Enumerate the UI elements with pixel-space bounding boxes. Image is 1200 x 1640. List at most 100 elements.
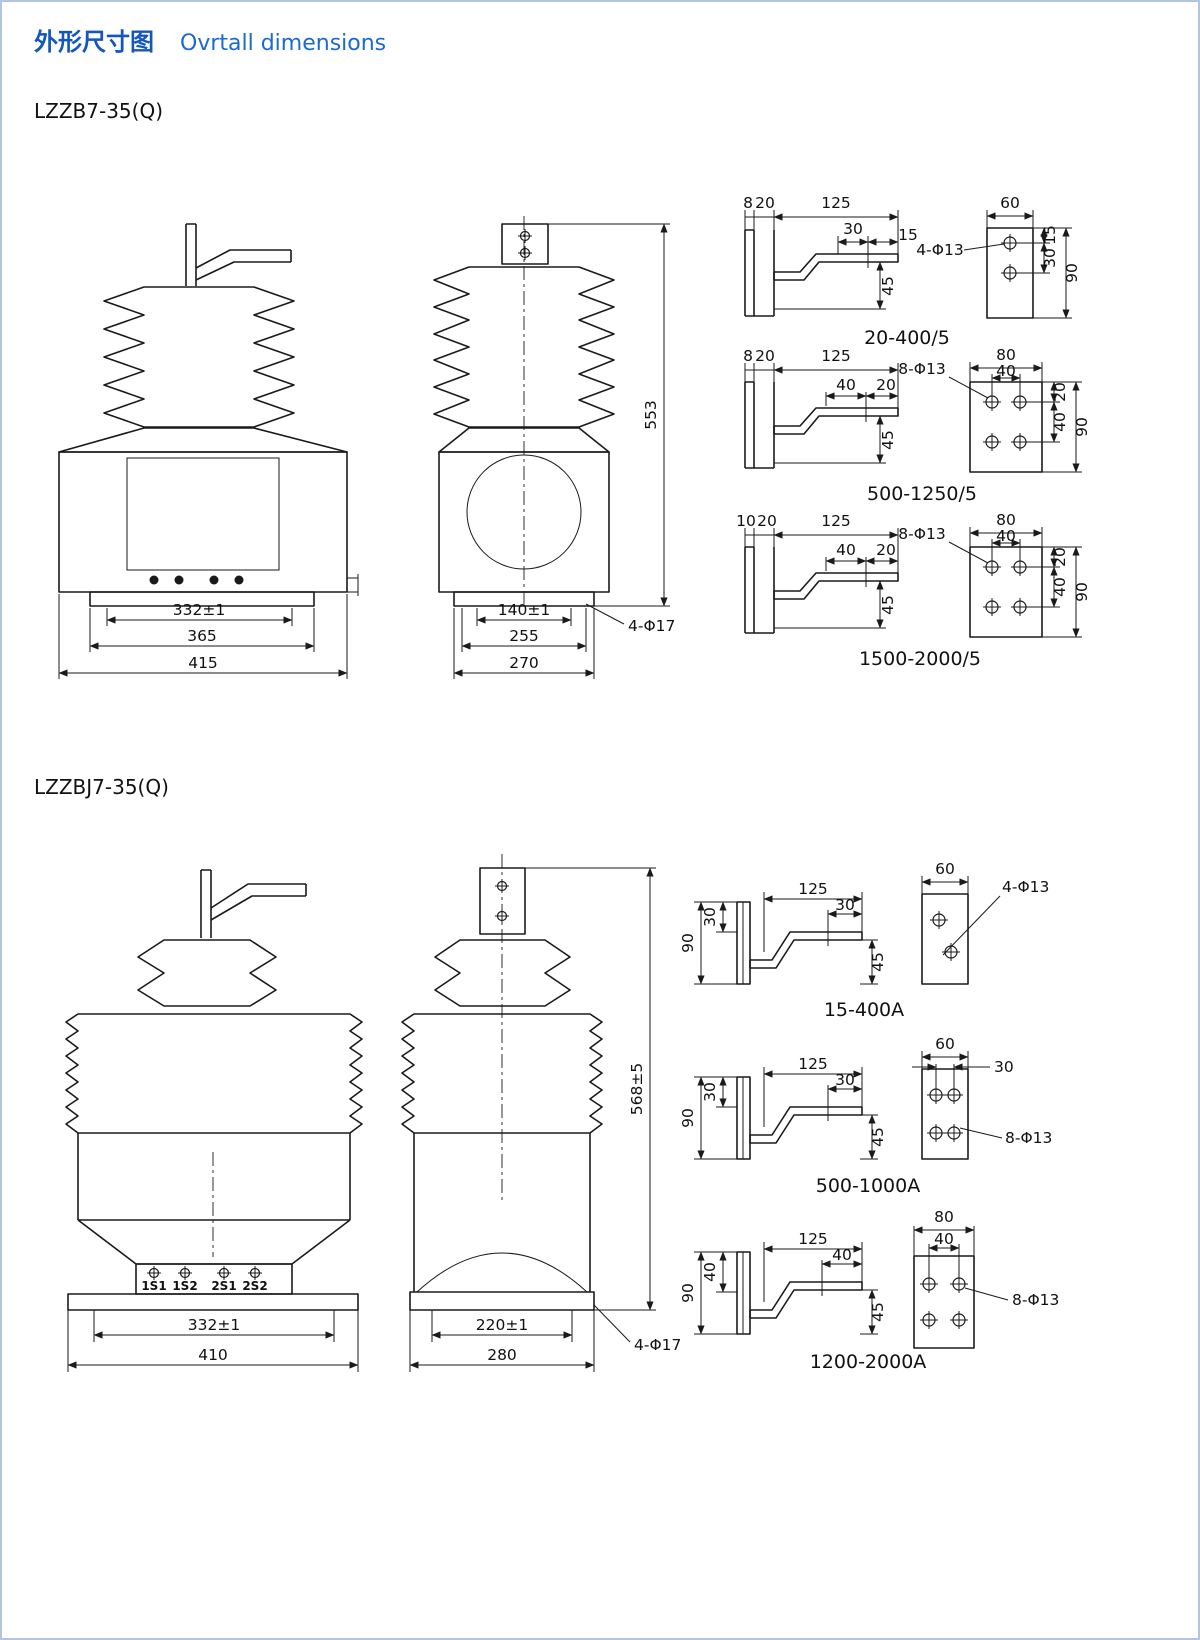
bolt-hole-icon [982,432,1002,452]
dim-label: 45 [869,1127,887,1147]
pad-face [913,1255,975,1349]
dim-label-height: 568±5 [628,1063,646,1115]
ext-lines [744,363,899,408]
dim-label: 60 [935,1035,955,1053]
primary-conductor [210,883,307,921]
hole-callout: 8-Φ13 [898,525,945,543]
ext-lines [969,527,1082,638]
dim-label: 40 [996,362,1016,380]
ext-lines [913,1226,975,1284]
pad-face [969,546,1043,638]
dim-label: 8 [743,194,753,212]
detail-caption: 500-1000A [816,1175,920,1197]
bolt-hole-icon [517,245,533,261]
terminal-dot [149,575,159,585]
top-terminal [501,223,549,265]
primary-conductor [195,249,292,281]
pad-face [969,381,1043,473]
dim-label: 20 [876,541,896,559]
base-plate [67,1293,359,1311]
terminal-arm [749,931,863,969]
dim-label: 415 [188,654,218,672]
terminal-dot [234,575,244,585]
leader-line [959,1127,1003,1139]
detail-caption: 1500-2000/5 [859,648,981,670]
leader-line [948,541,989,564]
dim-label: 270 [509,654,539,672]
mount-plates [744,229,775,317]
bellows-insulator [433,266,615,428]
body [58,451,348,593]
base-plate [453,591,595,607]
s1-terminal-detail-3: 10 20 125 40 20 45 80 40 20 40 90 8-Φ13 … [736,511,1091,670]
dim-label: 40 [832,1246,852,1264]
terminal-dot [174,575,184,585]
dim-label: 40 [836,376,856,394]
dim-label: 15 [1041,225,1059,245]
bolt-hole-icon [919,1274,939,1294]
dim-label: 45 [879,430,897,450]
dim-label: 15 [898,226,918,244]
terminal-label: 2S1 [211,1279,236,1293]
dim-label: 45 [869,1302,887,1322]
leader-line [593,1304,631,1343]
hole-callout: 8-Φ13 [898,360,945,378]
dim-label: 30 [1041,248,1059,268]
dim-label: 255 [509,627,539,645]
ext-lines [744,210,899,254]
dim-label: 30 [843,220,863,238]
dim-label: 20 [1051,382,1069,402]
top-terminal [479,867,526,935]
s1-model-label: LZZB7-35(Q) [34,99,163,123]
dim-label: 40 [934,1230,954,1248]
dome-arc [416,1252,588,1293]
body-sides [77,1133,351,1221]
dim-label: 30 [701,1082,719,1102]
detail-caption: 500-1250/5 [867,483,977,505]
upper-bellows [137,939,277,1007]
ext-lines [921,876,969,894]
dim-label: 20 [757,512,777,530]
bolt-hole-icon [941,942,961,962]
terminal-dot [209,575,219,585]
dim-label: 80 [934,1208,954,1226]
terminal-arm [773,407,899,435]
dim-label-height: 553 [642,400,660,430]
nameplate-window [126,457,280,571]
bolt-hole-icon [982,597,1002,617]
body-roof [58,427,348,453]
dim-label: 125 [798,1230,828,1248]
ext-lines [921,1051,969,1069]
leader-line [964,1287,1009,1301]
ext-lines [744,528,899,573]
dim-label: 220±1 [476,1316,528,1334]
bolt-hole-icon [926,1085,946,1105]
s1-terminal-detail-1: 8 20 125 30 15 45 60 15 30 90 4-Φ13 20-4… [743,194,1081,349]
ribbed-insulator [65,1013,363,1134]
hole-callout: 4-Φ13 [1002,878,1049,896]
dim-label: 20 [755,347,775,365]
dim-label: 410 [198,1346,228,1364]
dim-label: 140±1 [498,601,550,619]
ext-lines [837,236,869,254]
leader-line [585,603,625,625]
dim-label: 10 [736,512,756,530]
upper-bellows [434,939,571,1007]
bolt-hole-icon [944,1123,964,1143]
dim-label: 90 [679,1108,697,1128]
detail-caption: 20-400/5 [864,327,950,349]
dim-label: 20 [876,376,896,394]
leader-line [963,243,1005,251]
detail-caption: 1200-2000A [810,1351,927,1373]
bolt-hole-icon [929,910,949,930]
bolt-hole-icon [949,1274,969,1294]
terminal-arm [749,1106,863,1144]
dim-label: 125 [798,1055,828,1073]
dim-label: 8 [743,347,753,365]
page-title-en: Ovrtall dimensions [180,31,386,56]
pad-face [921,893,969,985]
mount-plates [744,381,775,469]
s2-front-view: 1S1 1S2 2S1 2S2 332±1 410 [65,869,363,1372]
bolt-hole-icon [944,1085,964,1105]
